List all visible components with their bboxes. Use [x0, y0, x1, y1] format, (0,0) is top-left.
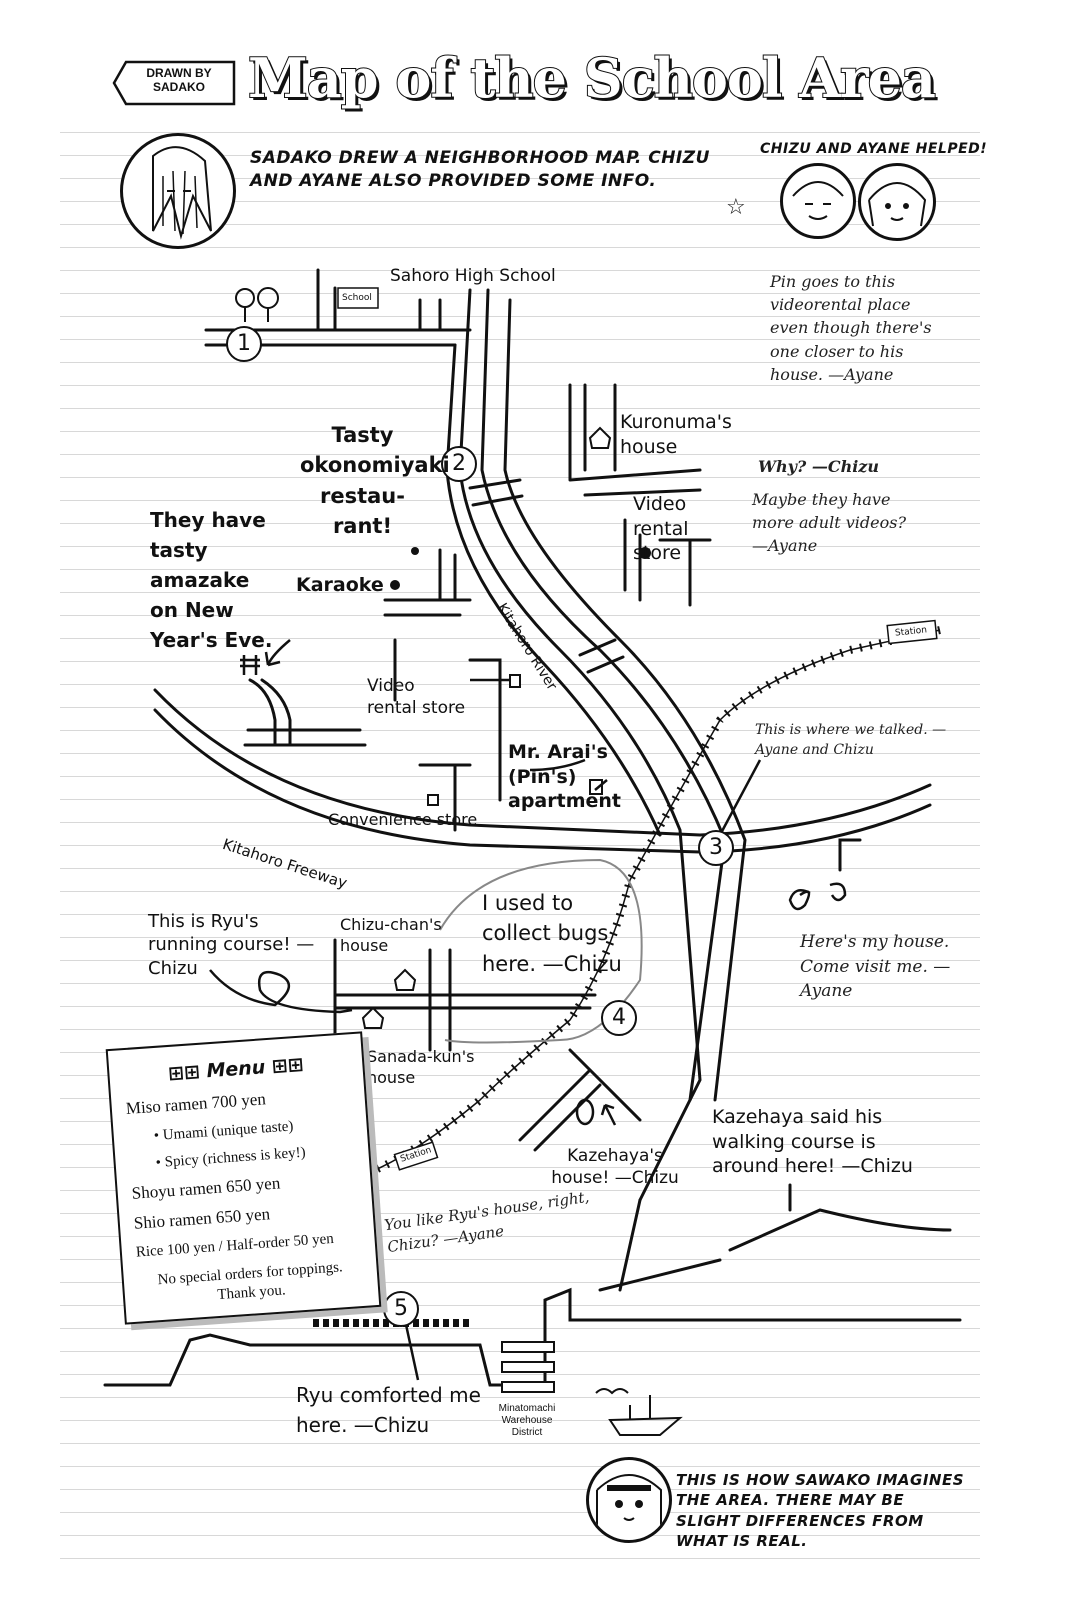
karaoke-label: Karaoke — [296, 574, 384, 596]
why-note: Why? —Chizu — [758, 457, 880, 476]
coastline — [103, 1287, 962, 1387]
amazake-note: They have tasty amazake on New Year's Ev… — [150, 508, 273, 652]
menu-card: ⊞⊞ Menu ⊞⊞ Miso ramen 700 yen • Umami (u… — [105, 1031, 382, 1325]
station-sign-top — [886, 619, 938, 645]
bug-area-outline — [439, 858, 643, 1044]
freeway — [153, 688, 932, 854]
sadako-face-icon — [152, 146, 212, 240]
sawako-face-icon — [596, 1474, 662, 1535]
talked-pointer — [718, 759, 762, 836]
video-rental-icon — [509, 674, 521, 688]
kuronuma-label: Kuronuma's house — [620, 411, 732, 458]
school-label: Sahoro High School — [390, 266, 556, 286]
road-right-grid — [568, 383, 712, 607]
drawn-by-tag: DRAWN BY SADAKO — [112, 58, 237, 108]
menu-note: No special orders for toppings. Thank yo… — [157, 1259, 344, 1304]
video-rental-dot — [639, 547, 651, 559]
helpers-text: CHIZU AND AYANE HELPED! — [760, 141, 988, 157]
ayane-swirl — [788, 882, 847, 911]
menu-fret-icon: ⊞⊞ — [264, 1053, 305, 1079]
convenience-icon — [427, 794, 439, 806]
adult-note: Maybe they have more adult videos? —Ayan… — [752, 490, 907, 556]
road-bottom-right — [598, 1198, 952, 1292]
page-title: Map of the School Area — [247, 45, 937, 111]
bugs-note: I used to collect bugs here. —Chizu — [482, 891, 622, 976]
comforted-pointer — [403, 1319, 420, 1381]
drawn-by-arrow-shape — [112, 60, 236, 106]
menu-fret-icon: ⊞⊞ — [167, 1060, 208, 1085]
sawako-avatar — [586, 1457, 672, 1543]
kazehaya-pointer — [600, 1103, 617, 1126]
video-rental-label-1: Video rental store — [633, 493, 689, 565]
sanada-house-icon — [361, 1006, 385, 1029]
intro-text: SADAKO DREW A NEIGHBORHOOD MAP. CHIZU AN… — [250, 148, 710, 191]
kazehaya-house-label: Kazehaya's house! —Chizu — [551, 1146, 679, 1189]
road-right-bottom — [788, 838, 862, 1212]
station-sign-bottom — [393, 1141, 439, 1171]
road-main — [445, 288, 702, 1202]
school-sign-label: School — [342, 293, 372, 303]
warehouse-icon — [313, 1319, 555, 1393]
footer-disclaimer: THIS IS HOW SAWAKO IMAGINES THE AREA. TH… — [676, 1471, 965, 1550]
video-rental-label-2: Video rental store — [367, 676, 466, 719]
star-icon: ☆ — [726, 195, 746, 220]
ayane-house-note: Here's my house. Come visit me. —Ayane — [800, 932, 951, 1002]
chizu-avatar — [780, 163, 856, 239]
trees-icon — [235, 287, 279, 322]
ryu-course-note: This is Ryu's running course! —Chizu — [148, 911, 315, 979]
school-sign — [337, 287, 379, 309]
okonomiyaki-dot — [411, 547, 419, 555]
sadako-avatar — [120, 133, 236, 249]
chizu-house-label: Chizu-chan's house — [340, 915, 442, 955]
railway — [299, 629, 941, 1171]
river-bridge — [468, 478, 625, 674]
arai-pointer — [529, 758, 608, 791]
road-kazehaya — [518, 1048, 642, 1152]
talked-note: This is where we talked. —Ayane and Chiz… — [755, 722, 947, 759]
karaoke-dot — [390, 580, 400, 590]
river — [480, 288, 747, 1102]
temple-arrow — [264, 639, 291, 667]
kazehaya-house-icon — [575, 1098, 595, 1126]
warehouse-label: Minatomachi Warehouse District — [498, 1403, 556, 1438]
marker-2: 2 — [441, 446, 477, 482]
convenience-label: Convenience store — [328, 810, 478, 829]
ayane-avatar — [858, 163, 936, 241]
kuronuma-house-icon — [588, 426, 612, 449]
pin-note: Pin goes to this videorental place even … — [770, 272, 932, 384]
okonomiyaki-label: Tasty okonomiyaki restau- rant! — [300, 423, 450, 539]
temple-icon — [240, 655, 260, 675]
arai-label: Mr. Arai's (Pin's) apartment — [508, 741, 621, 813]
road-left-grid — [383, 548, 472, 702]
road-school — [316, 268, 442, 332]
sanada-house-label: Sanada-kun's house — [367, 1047, 475, 1087]
comforted-note: Ryu comforted me here. —Chizu — [296, 1383, 481, 1437]
marker-5: 5 — [383, 1291, 419, 1327]
ayane-face-icon — [868, 182, 927, 227]
road-arai — [418, 658, 502, 832]
walking-note: Kazehaya said his walking course is arou… — [712, 1106, 913, 1178]
drawn-by-label: DRAWN BY SADAKO — [146, 66, 212, 95]
boat-icon — [595, 1388, 683, 1436]
arai-icon — [589, 779, 603, 795]
marker-3: 3 — [698, 830, 734, 866]
chizu-house-icon — [393, 968, 417, 991]
notebook-lines — [60, 110, 980, 1570]
road-chizu — [333, 938, 597, 1052]
marker-1: 1 — [226, 326, 262, 362]
ryu-course-loop — [209, 969, 353, 1014]
road-temple — [243, 678, 367, 747]
marker-4: 4 — [601, 1000, 637, 1036]
chizu-face-icon — [792, 181, 844, 220]
